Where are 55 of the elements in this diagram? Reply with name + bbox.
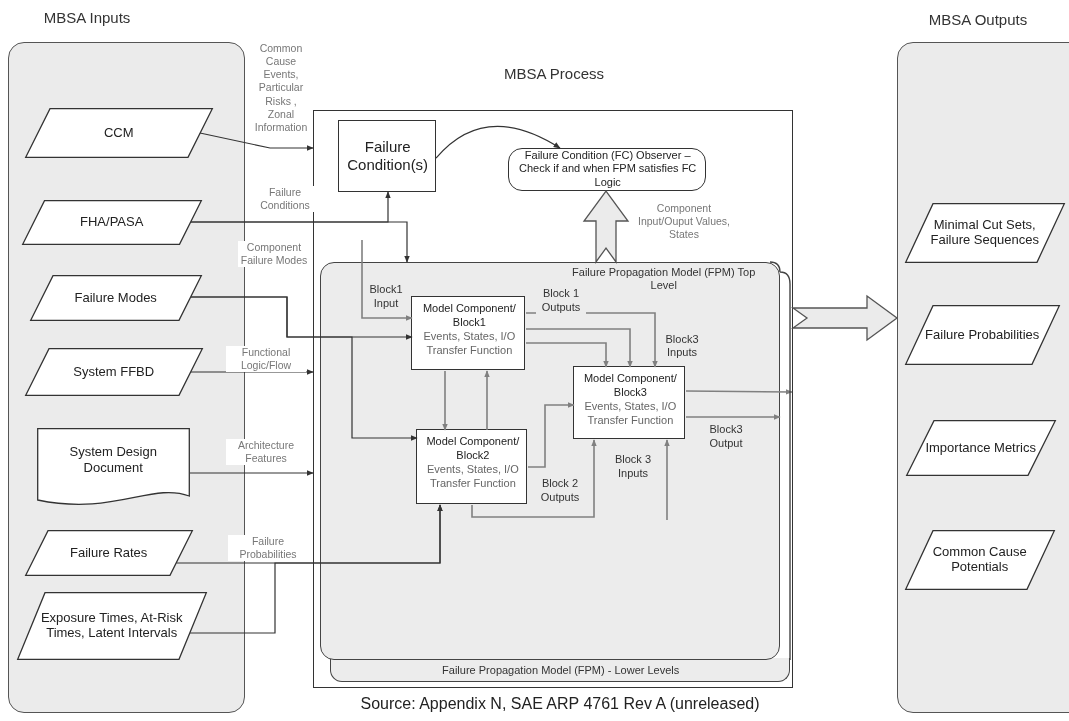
node-label: FHA/PASA xyxy=(79,214,145,230)
arrow xyxy=(435,125,561,159)
node-label: Common Cause Potentials xyxy=(931,544,1028,576)
node-label: Failure Probabilities xyxy=(924,326,1041,343)
node-label: MBSA Inputs xyxy=(42,9,132,27)
source-note: Source: Appendix N, SAE ARP 4761 Rev A (unreleased) xyxy=(359,694,761,714)
process-box xyxy=(573,366,686,440)
node-label: Minimal Cut Sets, Failure Sequences xyxy=(929,217,1040,249)
arrow xyxy=(190,296,418,441)
node-label: Model Component/ Block2 xyxy=(425,435,521,462)
arrow xyxy=(471,439,597,518)
arrow xyxy=(189,504,443,634)
process-box xyxy=(416,429,528,505)
edge-label: Functional Logic/Flow xyxy=(226,346,306,373)
arrow xyxy=(525,342,609,368)
node-label: CCM xyxy=(102,124,135,141)
process-box xyxy=(411,296,526,371)
node-label: Model Component/ Block1 xyxy=(421,302,517,329)
arrow xyxy=(484,370,490,431)
node-description: Events, States, I/O Transfer Function xyxy=(426,463,520,490)
node-description: Events, States, I/O Transfer Function xyxy=(583,400,678,427)
arrow xyxy=(190,221,410,263)
arrow xyxy=(664,439,670,521)
arrow xyxy=(190,369,314,375)
node-description: Events, States, I/O Transfer Function xyxy=(422,330,517,357)
arrow xyxy=(685,414,781,420)
observer-box xyxy=(507,147,706,191)
node-label: Failure Condition (FC) Observer – Check if and when FPM satisfies FC Logic xyxy=(518,149,698,189)
arrow xyxy=(361,239,413,321)
block-arrow xyxy=(790,294,899,342)
node-label: Model Component/ Block3 xyxy=(582,372,678,399)
node-label: System FFBD xyxy=(72,363,156,380)
node-label: MBSA Outputs xyxy=(927,11,1029,29)
arrow xyxy=(525,312,658,368)
arrow xyxy=(442,370,448,431)
model-panel xyxy=(319,261,780,660)
node-label: Exposure Times, At-Risk Times, Latent Intervals xyxy=(39,610,184,642)
node-label: MBSA Process xyxy=(502,65,605,83)
edge-label: Common Cause Events, Particular Risks , Zonal Information xyxy=(252,42,310,134)
node-label: Failure Rates xyxy=(69,544,149,561)
arrow xyxy=(685,389,793,395)
edge-label: Block 1 Outputs xyxy=(536,287,586,315)
arrow xyxy=(189,470,314,476)
edge-label: Block 2 Outputs xyxy=(538,477,582,505)
arrow xyxy=(199,132,314,151)
block-arrow xyxy=(582,189,630,265)
arrow xyxy=(525,328,633,368)
node-label: Importance Metrics xyxy=(924,439,1037,456)
node-label: Failure Modes xyxy=(73,289,158,306)
node-label: System Design Document xyxy=(68,444,158,477)
node-label: Failure Condition(s) xyxy=(346,137,430,174)
process-box xyxy=(337,119,436,192)
edge-label: Component Failure Modes xyxy=(238,241,310,268)
node-label: Failure Propagation Model (FPM) - Lower Levels xyxy=(441,663,681,677)
arrow xyxy=(527,402,575,468)
